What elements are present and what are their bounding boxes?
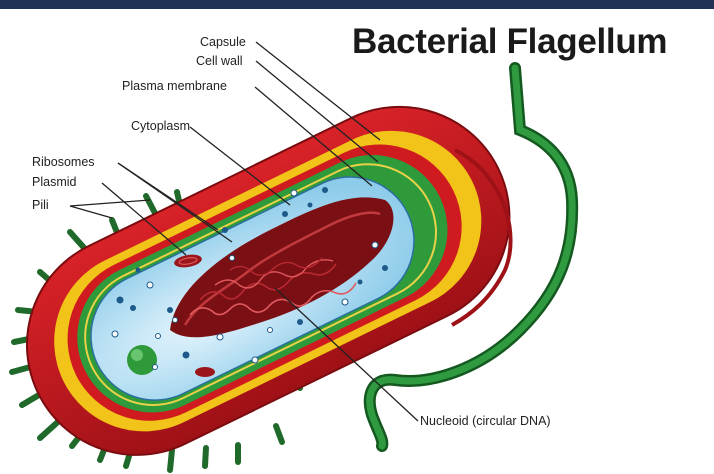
label-capsule: Capsule — [200, 35, 246, 49]
label-plasmid: Plasmid — [32, 175, 76, 189]
label-cytoplasm: Cytoplasm — [131, 119, 190, 133]
label-ribosomes: Ribosomes — [32, 155, 95, 169]
label-plasma-membrane: Plasma membrane — [122, 79, 227, 93]
label-pili: Pili — [32, 198, 49, 212]
label-cell-wall: Cell wall — [196, 54, 243, 68]
label-nucleoid: Nucleoid (circular DNA) — [420, 414, 551, 428]
